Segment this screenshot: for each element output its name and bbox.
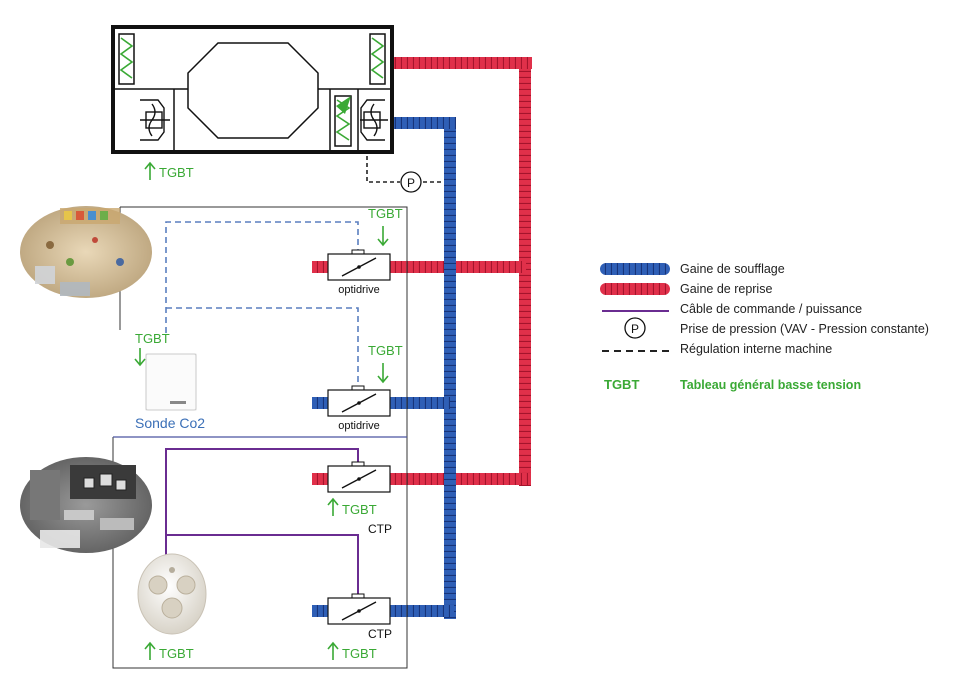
legend-regulation-label: Régulation interne machine (680, 342, 832, 356)
tgbt-co2-label: TGBT (134, 331, 170, 367)
heat-exchanger-icon (187, 42, 319, 139)
legend-exhaust-label: Gaine de reprise (680, 282, 772, 296)
exhaust-ducts (312, 57, 532, 486)
ctp-label: CTP (368, 522, 392, 536)
tgbt-label: TGBT (159, 646, 194, 661)
filter-icon (369, 33, 386, 85)
pressure-control-lines (165, 221, 359, 388)
damper-optidrive-2: optidrive (327, 385, 391, 432)
damper-ctp-2: CTP (327, 593, 392, 641)
tgbt-label: TGBT (135, 331, 170, 346)
legend-pressure-symbol: P (631, 322, 639, 336)
legend: Gaine de soufflage Gaine de reprise Câbl… (600, 262, 929, 392)
tgbt-label: TGBT (368, 206, 403, 221)
supply-ducts (312, 117, 456, 619)
tgbt-label: TGBT (342, 646, 377, 661)
tgbt-damper-2: TGBT (368, 343, 403, 384)
presence-detector-icon (137, 553, 207, 635)
legend-pressure-label: Prise de pression (VAV - Pression consta… (680, 322, 929, 336)
tgbt-label: TGBT (159, 165, 194, 180)
pressure-symbol: P (407, 176, 415, 190)
arrow-down-icon (377, 363, 389, 384)
arrow-up-icon (327, 497, 339, 516)
legend-cable-label: Câble de commande / puissance (680, 302, 862, 316)
pressure-sensor: P (366, 156, 444, 193)
tgbt-damper-4: TGBT (327, 641, 377, 661)
tgbt-detector-label: TGBT (144, 641, 194, 661)
legend-tgbt-desc: Tableau général basse tension (680, 378, 861, 392)
legend-supply-label: Gaine de soufflage (680, 262, 785, 276)
arrow-down-icon (377, 226, 389, 247)
legend-tgbt: TGBT Tableau général basse tension (604, 377, 861, 392)
ctp-label: CTP (368, 627, 392, 641)
optidrive-label: optidrive (338, 420, 380, 432)
air-handling-unit (111, 25, 394, 154)
tgbt-damper-3: TGBT CTP (327, 497, 392, 536)
arrow-down-icon (134, 348, 146, 367)
legend-cable: Câble de commande / puissance (602, 302, 862, 316)
optidrive-label: optidrive (338, 284, 380, 296)
filter-icon (118, 33, 135, 85)
filter-icon (334, 95, 352, 147)
tgbt-damper-1: TGBT (368, 206, 403, 247)
legend-supply: Gaine de soufflage (600, 262, 785, 276)
legend-tgbt-key: TGBT (604, 377, 639, 392)
tgbt-label: TGBT (342, 502, 377, 517)
co2-sensor-label: Sonde Co2 (135, 415, 205, 431)
command-cables (165, 448, 359, 597)
co2-sensor: Sonde Co2 (135, 353, 205, 431)
legend-exhaust: Gaine de reprise (600, 282, 772, 296)
pressure-sensor-icon (624, 317, 646, 339)
tgbt-unit-label: TGBT (144, 161, 194, 180)
arrow-up-icon (144, 161, 156, 180)
room-illustration-classroom (20, 206, 152, 298)
presence-detector (137, 553, 207, 635)
fan-icon (140, 99, 170, 141)
fan-icon (360, 99, 388, 141)
damper-ctp-1 (327, 461, 391, 493)
legend-pressure: P Prise de pression (VAV - Pression cons… (624, 317, 929, 339)
room-illustration-office (20, 457, 152, 553)
damper-optidrive-1: optidrive (327, 249, 391, 296)
pressure-sensor-icon (400, 171, 422, 193)
legend-regulation: Régulation interne machine (602, 342, 832, 356)
arrow-up-icon (144, 641, 156, 660)
arrow-up-icon (327, 641, 339, 660)
tgbt-label: TGBT (368, 343, 403, 358)
